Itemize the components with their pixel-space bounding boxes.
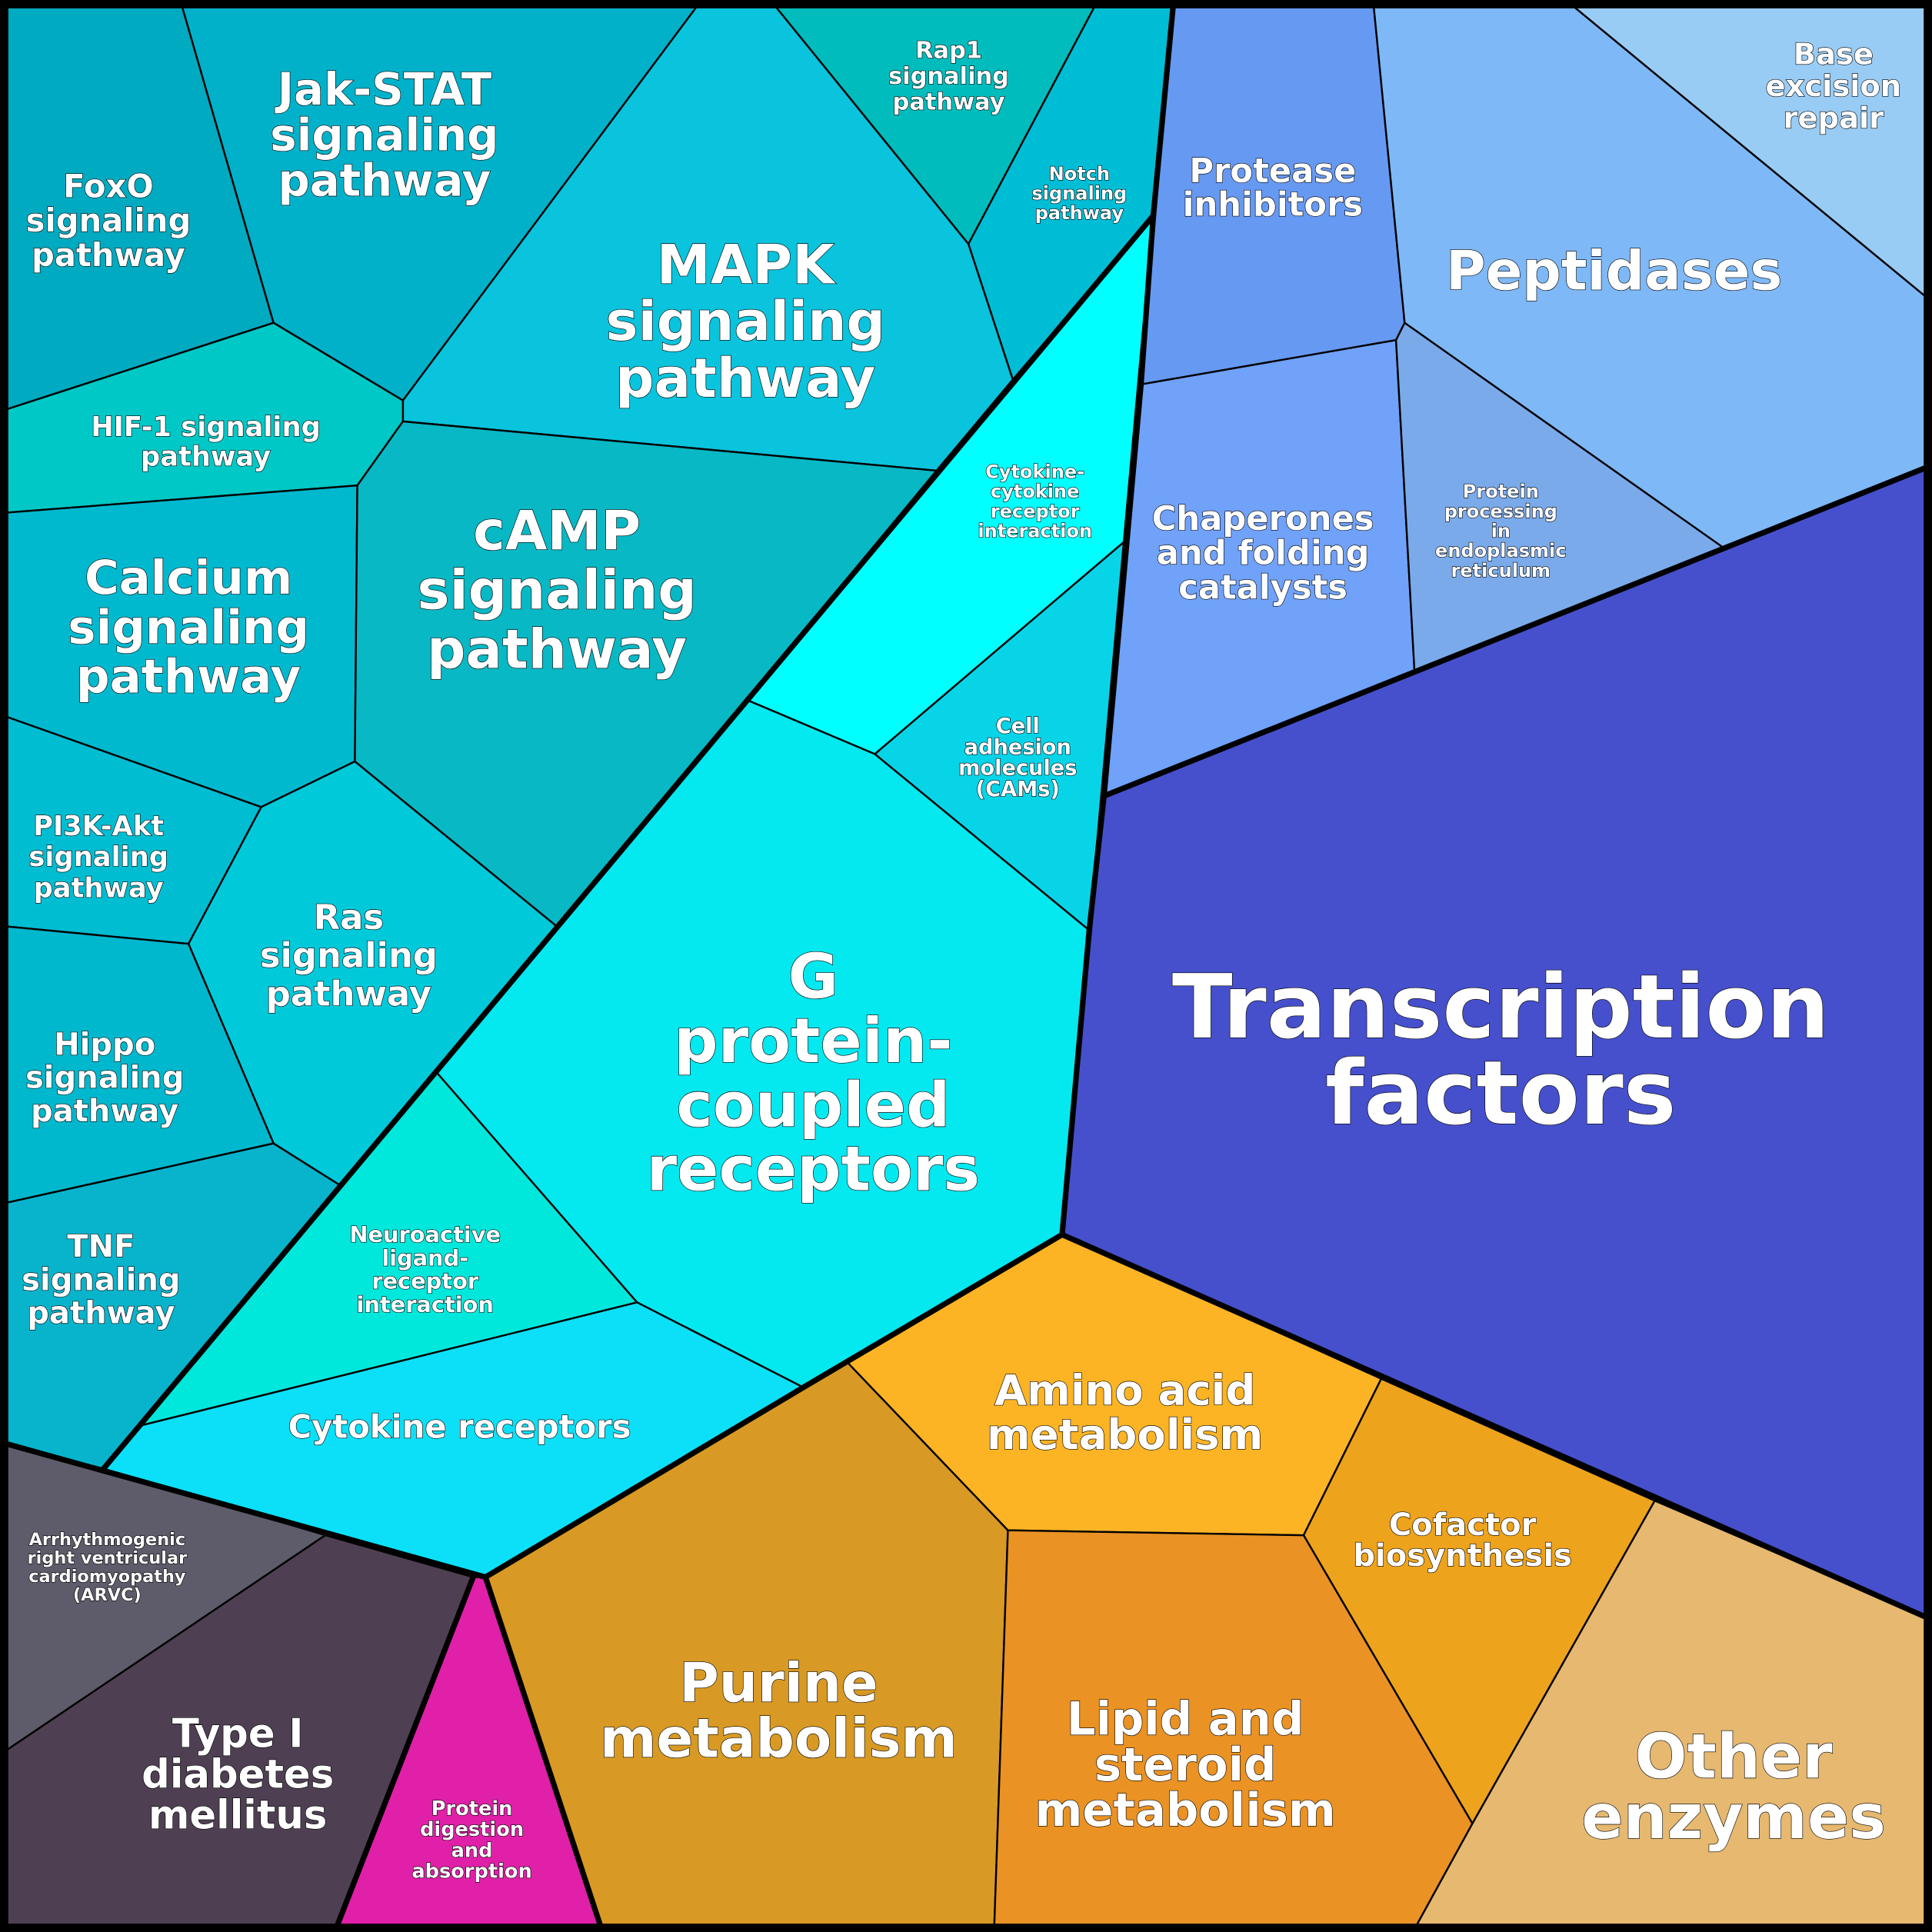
cell-label: protein-	[674, 1005, 952, 1077]
cell-label: G	[788, 941, 838, 1013]
cell-base-excision-repair	[1572, 6, 1926, 298]
cell-label: interaction	[978, 520, 1092, 541]
cell-label: biosynthesis	[1353, 1538, 1572, 1574]
cell-label: signaling	[22, 1262, 180, 1297]
cell-label: signaling	[418, 558, 697, 621]
cell-label: Purine	[679, 1651, 878, 1714]
cell-label: inhibitors	[1183, 185, 1363, 224]
cell-label: mellitus	[148, 1792, 327, 1838]
cell-label: receptor	[371, 1268, 479, 1294]
cell-label: (ARVC)	[73, 1585, 142, 1605]
group-border	[1059, 7, 1176, 1235]
cell-label: steroid	[1094, 1738, 1276, 1791]
cell-label: enzymes	[1581, 1781, 1886, 1853]
cell-label: catalysts	[1178, 569, 1347, 608]
cell-label: Cell	[996, 715, 1040, 738]
group-border	[1103, 465, 1926, 799]
cell-label: pathway	[31, 1094, 178, 1129]
cell-label: pathway	[427, 618, 687, 681]
cell-label: Neuroactive	[349, 1221, 501, 1247]
cell-label: Jak-STAT	[275, 63, 492, 115]
cell-label: Amino acid	[994, 1365, 1255, 1414]
cell-label: pathway	[32, 236, 185, 274]
cell-label: Protease	[1189, 152, 1356, 191]
cell-label: coupled	[676, 1069, 950, 1141]
cell-label: Lipid and	[1067, 1693, 1304, 1746]
cell-label: Cytokine-	[985, 461, 1084, 483]
cell-label: right ventricular	[28, 1548, 188, 1568]
cell-label: Protein	[431, 1797, 513, 1820]
cell-label: and folding	[1157, 535, 1370, 573]
cell-label: Arrhythmogenic	[29, 1530, 186, 1550]
cell-label: processing	[1444, 501, 1557, 522]
cell-label: Other	[1634, 1721, 1833, 1793]
cell-label: endoplasmic	[1435, 540, 1567, 561]
cell-label: signaling	[68, 600, 309, 655]
cell-label: pathway	[76, 649, 301, 704]
cell-label: Cytokine receptors	[288, 1408, 631, 1446]
cell-label: Type I	[172, 1711, 304, 1757]
cell-label: signaling	[25, 1061, 184, 1096]
cell-label: Cofactor	[1389, 1507, 1537, 1543]
cell-label: Protein	[1463, 481, 1539, 502]
group-border	[484, 1231, 1926, 1620]
cell-label: pathway	[893, 89, 1005, 116]
group-border	[335, 1576, 476, 1926]
cell-label: Peptidases	[1446, 239, 1782, 302]
cell-label: Ras	[314, 897, 384, 938]
cell-label: FoxO	[63, 167, 154, 205]
cell-label: receptors	[647, 1134, 980, 1205]
cell-label: signaling	[260, 935, 438, 976]
cell-label: ligand-	[381, 1244, 468, 1271]
cell-label: pathway	[266, 973, 431, 1014]
cell-label: cytokine	[991, 481, 1079, 502]
cell-label: in	[1491, 520, 1511, 541]
cell-label: reticulum	[1451, 560, 1551, 581]
cell-label: pathway	[615, 347, 875, 410]
cell-label: Hippo	[54, 1027, 155, 1062]
cell-label: digestion	[420, 1818, 524, 1841]
cell-label: Base	[1794, 37, 1874, 72]
cell-label: pathway	[34, 872, 164, 904]
cell-label: signaling	[606, 290, 885, 353]
cell-label: PI3K-Akt	[33, 811, 164, 842]
cell-label: TNF	[67, 1229, 135, 1264]
cell-label: Notch	[1049, 163, 1110, 185]
cell-label: factors	[1325, 1042, 1676, 1145]
cell-label: Transcription	[1172, 956, 1830, 1059]
cell-label: HIF-1 signaling	[91, 411, 321, 443]
cell-label: excision	[1766, 69, 1902, 104]
cell-label: adhesion	[964, 735, 1071, 759]
cell-label: metabolism	[1035, 1784, 1336, 1837]
cell-label: absorption	[411, 1860, 531, 1884]
cell-label: Calcium	[85, 551, 292, 605]
cell-label: cardiomyopathy	[28, 1567, 186, 1587]
group-border	[6, 1441, 487, 1581]
cell-label: signaling	[270, 108, 498, 161]
cell-label: signaling	[28, 841, 168, 873]
cell-label: pathway	[141, 441, 271, 473]
cell-label: signaling	[26, 202, 192, 239]
cell-label: Rap1	[915, 37, 982, 64]
cell-label: Chaperones	[1152, 500, 1374, 538]
cell-label: pathway	[1035, 202, 1124, 224]
cell-label: molecules	[958, 757, 1077, 781]
cell-label: pathway	[27, 1296, 175, 1331]
group-border	[101, 214, 1156, 1471]
cell-label: diabetes	[142, 1752, 334, 1798]
cell-label: MAPK	[657, 233, 836, 296]
cell-label: cAMP	[473, 500, 641, 563]
cell-label: metabolism	[987, 1410, 1263, 1459]
cell-label: signaling	[888, 63, 1009, 90]
cell-label: metabolism	[600, 1707, 958, 1770]
cell-label: and	[451, 1839, 493, 1862]
cell-label: (CAMs)	[976, 778, 1060, 801]
cell-label: interaction	[356, 1291, 493, 1317]
cell-label: receptor	[991, 501, 1080, 522]
group-border	[482, 1576, 603, 1926]
cell-label: pathway	[278, 155, 491, 207]
cell-label: signaling	[1031, 183, 1127, 205]
cell-label: repair	[1784, 102, 1884, 136]
